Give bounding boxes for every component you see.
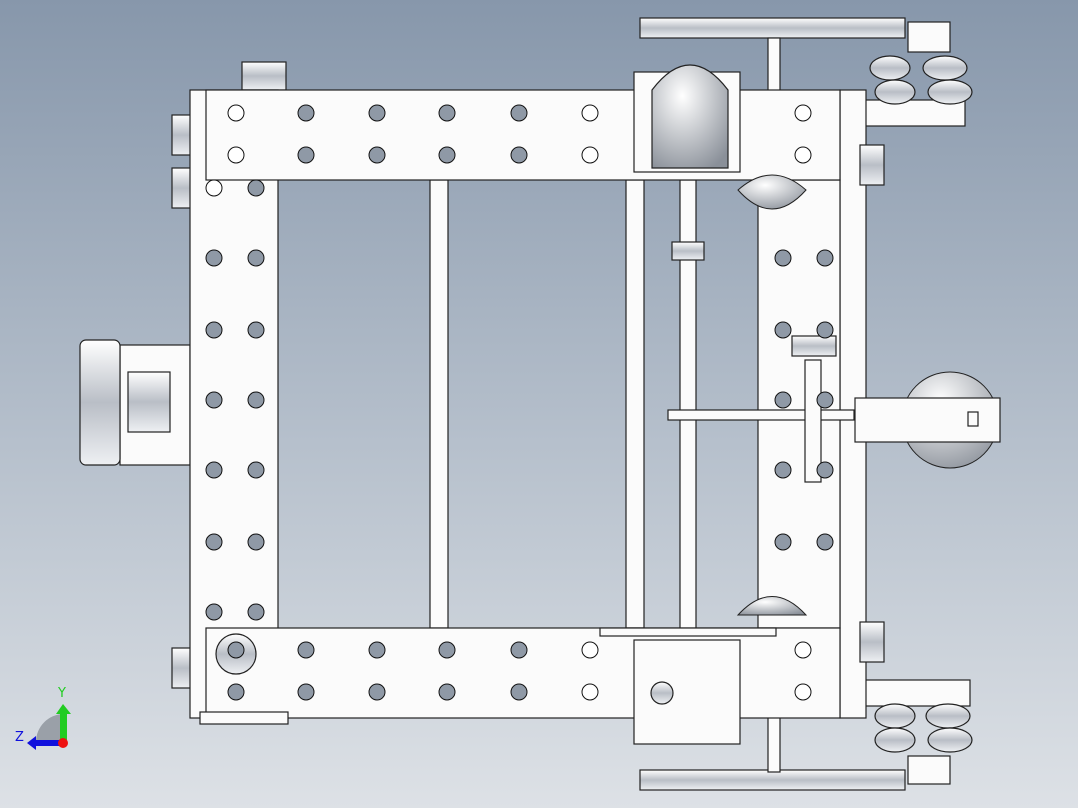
hole <box>227 146 245 164</box>
hole <box>510 683 528 701</box>
hole <box>297 683 315 701</box>
bottom-frame-beam <box>205 627 841 719</box>
hole <box>816 249 834 267</box>
top-right-omni-wheel <box>864 55 973 127</box>
bottom-right-omni-wheel <box>864 679 973 753</box>
center-rod-2 <box>625 179 645 629</box>
top-dome-cylinder <box>651 64 729 169</box>
bottom-motor-mount <box>633 639 741 745</box>
top-wheel <box>639 17 906 39</box>
hole <box>205 321 223 339</box>
center-nut-top <box>791 335 837 357</box>
hole <box>774 321 792 339</box>
hole <box>438 641 456 659</box>
hole <box>205 249 223 267</box>
bottom-hex-nut <box>650 681 674 705</box>
left-motor <box>79 339 191 466</box>
hole <box>438 104 456 122</box>
left-bolt-2 <box>171 167 193 209</box>
y-axis-arrow <box>60 712 67 740</box>
center-omni-wheel <box>854 371 1001 469</box>
hole <box>438 683 456 701</box>
hole <box>510 104 528 122</box>
center-axle <box>804 359 822 483</box>
x-axis-dot <box>58 738 68 748</box>
hole <box>774 461 792 479</box>
hole <box>247 179 265 197</box>
hole <box>205 391 223 409</box>
top-ball-caster <box>737 174 807 210</box>
hole <box>774 533 792 551</box>
top-axle <box>767 37 781 99</box>
right-nut-top <box>859 144 885 186</box>
hole <box>774 249 792 267</box>
hole <box>510 146 528 164</box>
left-bolt-3 <box>171 647 193 689</box>
hole <box>581 146 599 164</box>
top-wheel-bracket <box>907 21 951 53</box>
hole <box>247 249 265 267</box>
left-frame-beam <box>189 89 279 719</box>
z-axis-label: Z <box>15 730 24 745</box>
hole <box>794 683 812 701</box>
hole <box>247 321 265 339</box>
hole <box>297 104 315 122</box>
hole <box>510 641 528 659</box>
cross-bar <box>667 409 855 421</box>
hole <box>205 179 223 197</box>
hole <box>227 683 245 701</box>
hole <box>438 146 456 164</box>
bottom-wheel-bracket <box>907 755 951 785</box>
hole <box>368 146 386 164</box>
bottom-wheel <box>639 769 906 791</box>
hole <box>368 104 386 122</box>
hole <box>247 391 265 409</box>
hole <box>368 683 386 701</box>
bottom-ball-caster <box>736 596 808 616</box>
hole <box>774 391 792 409</box>
center-rod-1 <box>429 179 449 629</box>
hole <box>581 641 599 659</box>
hole <box>794 104 812 122</box>
hole <box>816 461 834 479</box>
mounting-holes <box>205 104 834 701</box>
hole <box>816 533 834 551</box>
hole <box>794 641 812 659</box>
hole <box>205 533 223 551</box>
hole <box>247 461 265 479</box>
hole <box>227 641 245 659</box>
hole <box>205 603 223 621</box>
top-nut <box>241 61 287 91</box>
hole <box>297 641 315 659</box>
right-nut-bottom <box>859 621 885 663</box>
shaft-collar <box>671 241 705 261</box>
hole <box>368 641 386 659</box>
y-axis-label: Y <box>58 686 66 701</box>
hole <box>227 104 245 122</box>
hole <box>816 391 834 409</box>
hole <box>205 461 223 479</box>
hole <box>816 321 834 339</box>
z-axis-arrow <box>36 740 62 746</box>
bottom-axle <box>767 711 781 773</box>
hole <box>581 683 599 701</box>
axis-triad <box>27 704 71 750</box>
hole <box>247 603 265 621</box>
bottom-plate <box>199 711 289 725</box>
top-frame-beam <box>205 89 841 181</box>
hole <box>297 146 315 164</box>
left-bolt-1 <box>171 114 193 156</box>
hole <box>794 146 812 164</box>
hole <box>581 104 599 122</box>
bottom-crossplate <box>599 627 777 637</box>
hole <box>247 533 265 551</box>
